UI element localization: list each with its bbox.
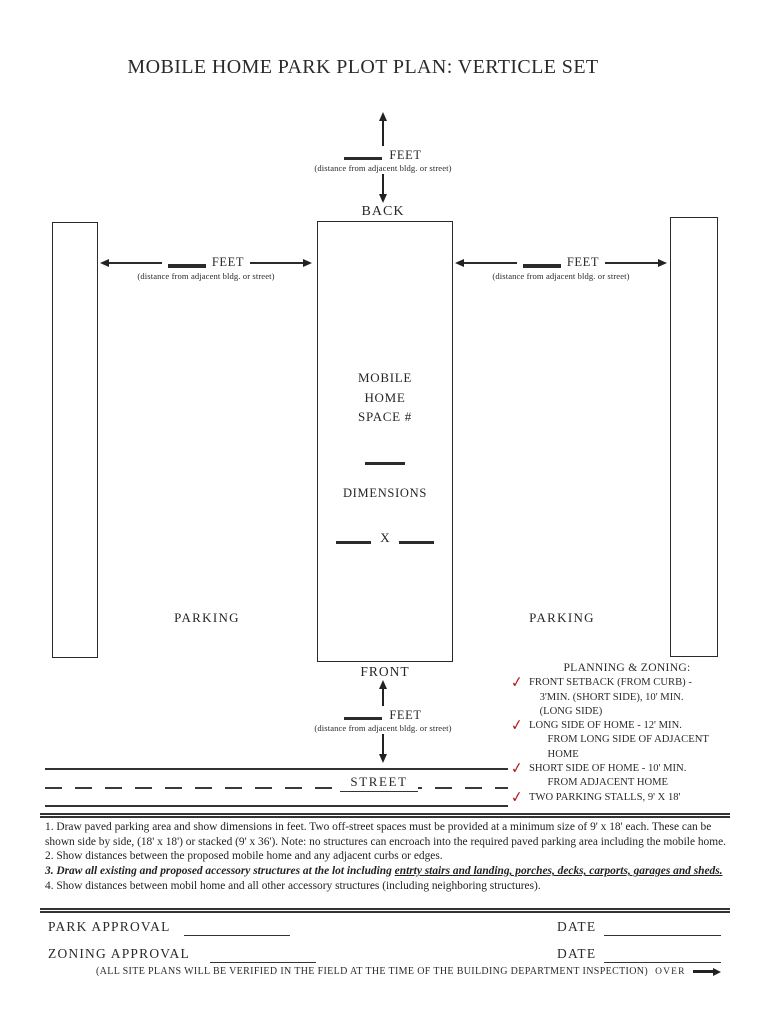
instructions-section: 1. Draw paved parking area and show dime… bbox=[45, 820, 731, 894]
front-setback-dimension: FEET (distance from adjacent bldg. or st… bbox=[303, 680, 463, 763]
date-label: DATE bbox=[557, 919, 597, 934]
feet-value-blank[interactable] bbox=[167, 264, 206, 268]
arrowhead-right bbox=[303, 259, 313, 267]
checklist-item-text: LONG SIDE OF HOME - 12' MIN. FROM LONG S… bbox=[529, 720, 709, 760]
arrowhead-down bbox=[379, 754, 387, 763]
street-centerline bbox=[45, 787, 508, 790]
checkmark-icon: ✓ bbox=[509, 715, 525, 735]
note-3-underlined-text: entrty stairs and landing, porches, deck… bbox=[394, 865, 723, 878]
footer: (ALL SITE PLANS WILL BE VERIFIED IN THE … bbox=[96, 966, 721, 977]
feet-label: FEET bbox=[389, 707, 422, 722]
front-label: FRONT bbox=[360, 664, 410, 679]
arrow-down-icon bbox=[379, 734, 387, 763]
arrow-shaft bbox=[382, 689, 384, 706]
over-label: OVER bbox=[655, 966, 686, 977]
back-label: BACK bbox=[361, 204, 405, 219]
arrow-up-icon bbox=[379, 112, 387, 146]
arrowhead-left bbox=[455, 259, 464, 267]
feet-label: FEET bbox=[389, 147, 422, 162]
note-3-text: 3. Draw all existing and proposed access… bbox=[45, 865, 395, 878]
dimensions-label: DIMENSIONS bbox=[342, 486, 428, 500]
feet-row: FEET bbox=[344, 148, 421, 162]
feet-value-blank[interactable] bbox=[344, 156, 383, 160]
double-arrow-icon: FEET bbox=[455, 254, 668, 271]
arrowhead-down bbox=[379, 194, 387, 203]
note-3: 3. Draw all existing and proposed access… bbox=[45, 864, 731, 879]
feet-label: FEET bbox=[211, 254, 245, 269]
separator-line bbox=[40, 908, 730, 913]
feet-row: FEET bbox=[344, 708, 421, 722]
date-blank[interactable] bbox=[604, 948, 721, 963]
street-curb-line-top bbox=[45, 768, 508, 770]
street-curb-line-bottom bbox=[45, 805, 508, 807]
arrow-shaft bbox=[382, 121, 384, 146]
arrow-line bbox=[605, 262, 659, 264]
planning-zoning-checklist: PLANNING & ZONING: ✓ FRONT SETBACK (FROM… bbox=[505, 661, 735, 807]
note-2: 2. Show distances between the proposed m… bbox=[45, 850, 443, 863]
parking-label-right: PARKING bbox=[529, 610, 595, 625]
note-1: 1. Draw paved parking area and show dime… bbox=[45, 821, 727, 848]
arrowhead-up bbox=[379, 680, 387, 689]
arrow-line bbox=[109, 262, 162, 264]
checklist-item-text: SHORT SIDE OF HOME - 10' MIN. FROM ADJAC… bbox=[529, 763, 687, 789]
distance-caption: (distance from adjacent bldg. or street) bbox=[492, 271, 630, 281]
distance-caption: (distance from adjacent bldg. or street) bbox=[137, 271, 275, 281]
feet-value-blank[interactable] bbox=[344, 716, 383, 720]
double-arrow-icon: FEET bbox=[100, 254, 313, 271]
left-setback-dimension: FEET (distance from adjacent bldg. or st… bbox=[100, 254, 313, 282]
dimensions-row: X bbox=[318, 530, 452, 546]
checklist-title: PLANNING & ZONING: bbox=[563, 661, 691, 674]
arrow-shaft bbox=[692, 970, 713, 973]
checklist-item-text: FRONT SETBACK (FROM CURB) - 3'MIN. (SHOR… bbox=[529, 677, 692, 717]
checklist-item: ✓ FRONT SETBACK (FROM CURB) - 3'MIN. (SH… bbox=[505, 672, 735, 719]
separator-line bbox=[40, 813, 730, 818]
back-setback-dimension: FEET (distance from adjacent bldg. or st… bbox=[303, 112, 463, 220]
checklist-item: ✓ LONG SIDE OF HOME - 12' MIN. FROM LONG… bbox=[505, 715, 735, 762]
distance-caption: (distance from adjacent bldg. or street) bbox=[314, 163, 452, 173]
adjacent-building-left bbox=[52, 222, 98, 658]
date-blank[interactable] bbox=[604, 921, 721, 936]
arrow-up-icon bbox=[379, 680, 387, 706]
arrow-line bbox=[250, 262, 304, 264]
arrow-shaft bbox=[382, 734, 384, 754]
mobile-home-space-label: MOBILE HOME SPACE # bbox=[357, 370, 413, 424]
checklist-item: ✓ SHORT SIDE OF HOME - 10' MIN. FROM ADJ… bbox=[505, 758, 735, 791]
dimension-length-blank[interactable] bbox=[398, 540, 434, 544]
zoning-approval-blank[interactable] bbox=[210, 948, 316, 963]
arrow-line bbox=[464, 262, 517, 264]
arrow-shaft bbox=[382, 174, 384, 194]
street-label: STREET bbox=[340, 774, 418, 792]
inspection-note: (ALL SITE PLANS WILL BE VERIFIED IN THE … bbox=[96, 966, 649, 977]
feet-value-blank[interactable] bbox=[522, 264, 561, 268]
dimension-width-blank[interactable] bbox=[336, 540, 372, 544]
space-number-blank[interactable] bbox=[365, 462, 405, 466]
arrowhead-right bbox=[658, 259, 668, 267]
parking-label-left: PARKING bbox=[174, 610, 240, 625]
feet-label: FEET bbox=[566, 254, 600, 269]
mobile-home-box: MOBILE HOME SPACE # DIMENSIONS X bbox=[317, 221, 453, 662]
zoning-approval-label: ZONING APPROVAL bbox=[48, 946, 190, 961]
arrowhead-left bbox=[100, 259, 109, 267]
distance-caption: (distance from adjacent bldg. or street) bbox=[314, 723, 452, 733]
arrowhead-up bbox=[379, 112, 387, 121]
arrowhead-right bbox=[712, 967, 721, 976]
checkmark-icon: ✓ bbox=[509, 672, 525, 693]
checklist-item-text: TWO PARKING STALLS, 9' X 18' bbox=[529, 791, 681, 803]
checkmark-icon: ✓ bbox=[509, 786, 525, 807]
park-approval-label: PARK APPROVAL bbox=[48, 919, 171, 934]
right-setback-dimension: FEET (distance from adjacent bldg. or st… bbox=[455, 254, 668, 282]
page-title: MOBILE HOME PARK PLOT PLAN: VERTICLE SET bbox=[127, 56, 599, 78]
over-arrow-icon bbox=[692, 967, 721, 976]
park-approval-blank[interactable] bbox=[184, 921, 290, 936]
checklist-item: ✓ TWO PARKING STALLS, 9' X 18' bbox=[505, 786, 735, 807]
date-label: DATE bbox=[557, 946, 597, 961]
adjacent-building-right bbox=[670, 217, 718, 657]
checkmark-icon: ✓ bbox=[509, 758, 525, 778]
note-4: 4. Show distances between mobil home and… bbox=[45, 879, 541, 892]
dimension-x-label: X bbox=[380, 530, 390, 545]
arrow-down-icon bbox=[379, 174, 387, 203]
